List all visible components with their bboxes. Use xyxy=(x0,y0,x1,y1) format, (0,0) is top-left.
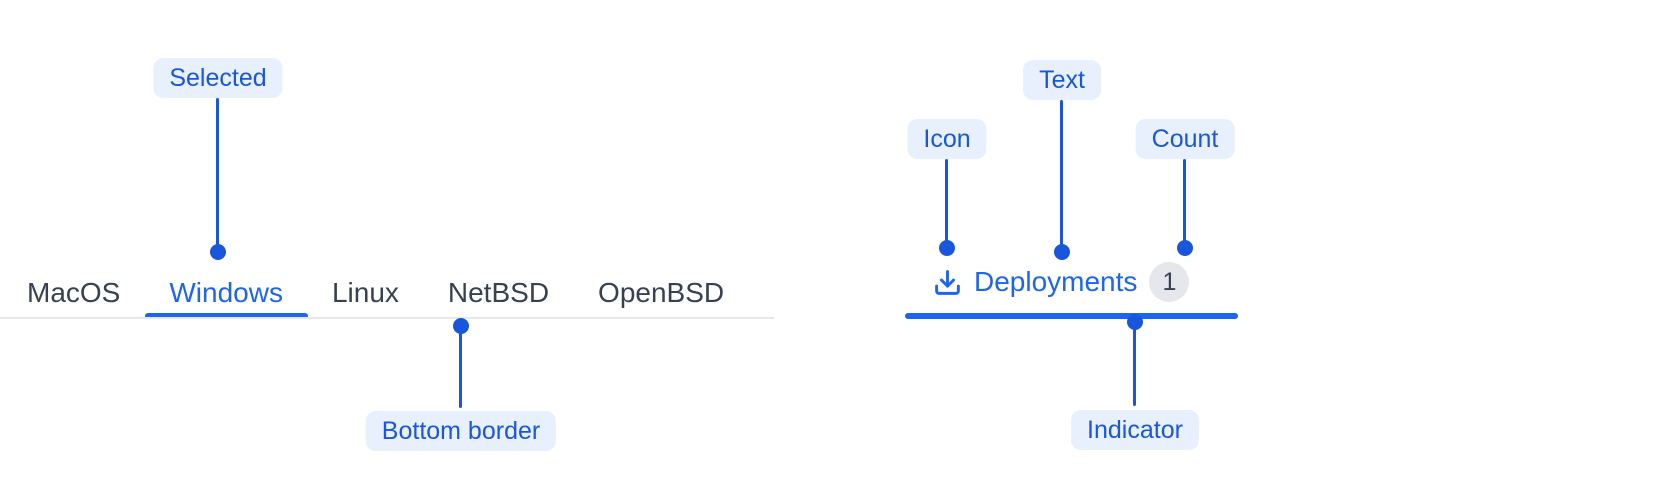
tab-macos[interactable]: MacOS xyxy=(27,277,121,308)
annotation-selected-pill: Selected xyxy=(153,58,283,98)
active-tab-indicator xyxy=(905,313,1238,319)
annotation-dot xyxy=(1054,244,1070,260)
annotation-dot xyxy=(210,244,226,260)
annotation-line xyxy=(1133,328,1136,406)
annotation-bottom-border-pill: Bottom border xyxy=(365,411,557,451)
count-badge: 1 xyxy=(1149,262,1190,302)
annotation-dot xyxy=(1177,240,1193,256)
annotation-line xyxy=(1060,100,1063,246)
annotation-indicator-pill: Indicator xyxy=(1071,410,1199,450)
annotation-line xyxy=(459,332,462,408)
annotation-line xyxy=(216,98,219,247)
selected-tab-underline xyxy=(145,313,308,319)
tab-windows[interactable]: Windows xyxy=(145,277,308,319)
tab-linux[interactable]: Linux xyxy=(331,277,399,308)
annotation-text-pill: Text xyxy=(1023,60,1101,100)
annotation-count-pill: Count xyxy=(1135,119,1235,159)
tab-deployments-label: Deployments xyxy=(974,266,1138,297)
tab-deployments[interactable]: Deployments 1 xyxy=(933,262,1190,302)
annotation-line xyxy=(1183,159,1186,241)
annotation-icon-pill: Icon xyxy=(907,119,987,159)
annotation-dot xyxy=(939,240,955,256)
download-icon xyxy=(935,269,960,295)
tabbar-bottom-border xyxy=(0,317,774,319)
tab-openbsd[interactable]: OpenBSD xyxy=(598,277,725,308)
tab-netbsd[interactable]: NetBSD xyxy=(447,277,550,308)
annotation-dot xyxy=(1127,314,1143,330)
tab-windows-label: Windows xyxy=(169,277,283,308)
tab-bar: MacOS Windows Linux NetBSD OpenBSD xyxy=(27,277,725,319)
annotation-line xyxy=(945,159,948,241)
annotation-dot xyxy=(453,318,469,334)
